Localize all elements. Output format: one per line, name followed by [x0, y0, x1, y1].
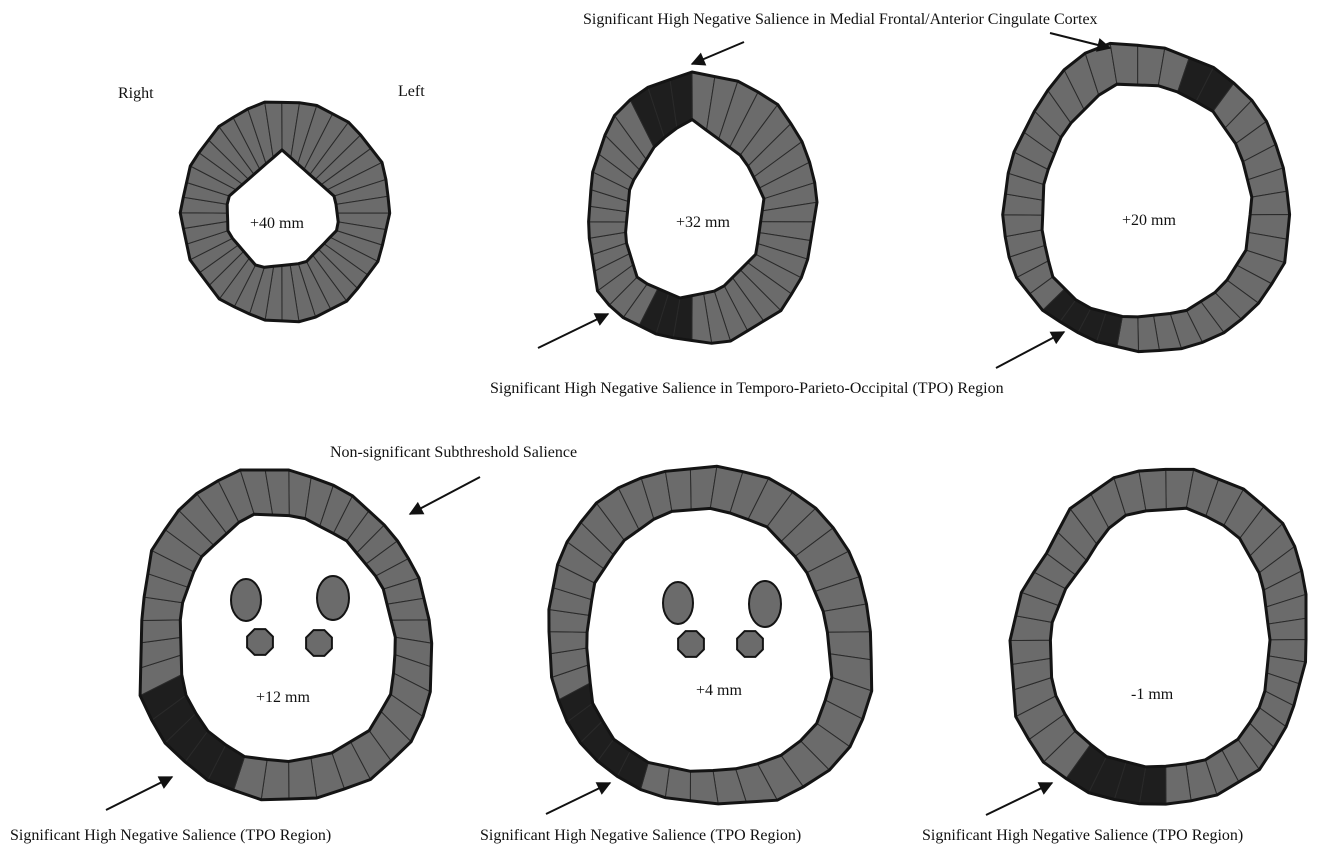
orientation-right-label: Right: [118, 85, 154, 102]
slice-ring-s20: [1003, 43, 1290, 351]
arrow-tpo-4: [546, 783, 610, 814]
slice-label-4: +4 mm: [696, 682, 742, 699]
orientation-left-label: Left: [398, 83, 425, 100]
annotation-acc: Significant High Negative Salience in Me…: [583, 11, 1098, 28]
annotation-tpo-12: Significant High Negative Salience (TPO …: [10, 827, 331, 844]
slice-ring-s40: [180, 102, 390, 322]
subcortical-blob: [749, 581, 781, 627]
subcortical-blob: [231, 579, 261, 621]
slice-label-20: +20 mm: [1122, 212, 1176, 229]
subcortical-blob: [247, 629, 273, 655]
arrow-tpo-32: [538, 314, 608, 348]
subcortical-blob: [317, 576, 349, 620]
slice-ring-s32: [589, 72, 817, 343]
slice-label-32: +32 mm: [676, 214, 730, 231]
arrow-subthreshold: [410, 477, 480, 514]
arrow-tpo-minus1: [986, 783, 1052, 815]
slice-ring-sm1: [1010, 469, 1306, 804]
subcortical-blobs: [231, 576, 781, 657]
annotation-tpo-top: Significant High Negative Salience in Te…: [490, 380, 1004, 397]
slice-label-12: +12 mm: [256, 689, 310, 706]
subcortical-blob: [306, 630, 332, 656]
arrow-acc-32: [692, 42, 744, 64]
arrow-tpo-20: [996, 332, 1064, 368]
annotation-tpo-4: Significant High Negative Salience (TPO …: [480, 827, 801, 844]
arrow-tpo-12: [106, 777, 172, 810]
slice-ring-s4: [549, 466, 872, 804]
slice-label-minus1: -1 mm: [1131, 686, 1174, 703]
subcortical-blob: [678, 631, 704, 657]
annotation-subthreshold: Non-significant Subthreshold Salience: [330, 444, 577, 461]
ring-segment: [690, 771, 718, 804]
subcortical-blob: [737, 631, 763, 657]
arrow-acc-20: [1050, 33, 1110, 48]
slice-ring-s12: [140, 470, 432, 800]
annotation-tpo-minus1: Significant High Negative Salience (TPO …: [922, 827, 1243, 844]
subcortical-blob: [663, 582, 693, 624]
slice-label-40: +40 mm: [250, 215, 304, 232]
